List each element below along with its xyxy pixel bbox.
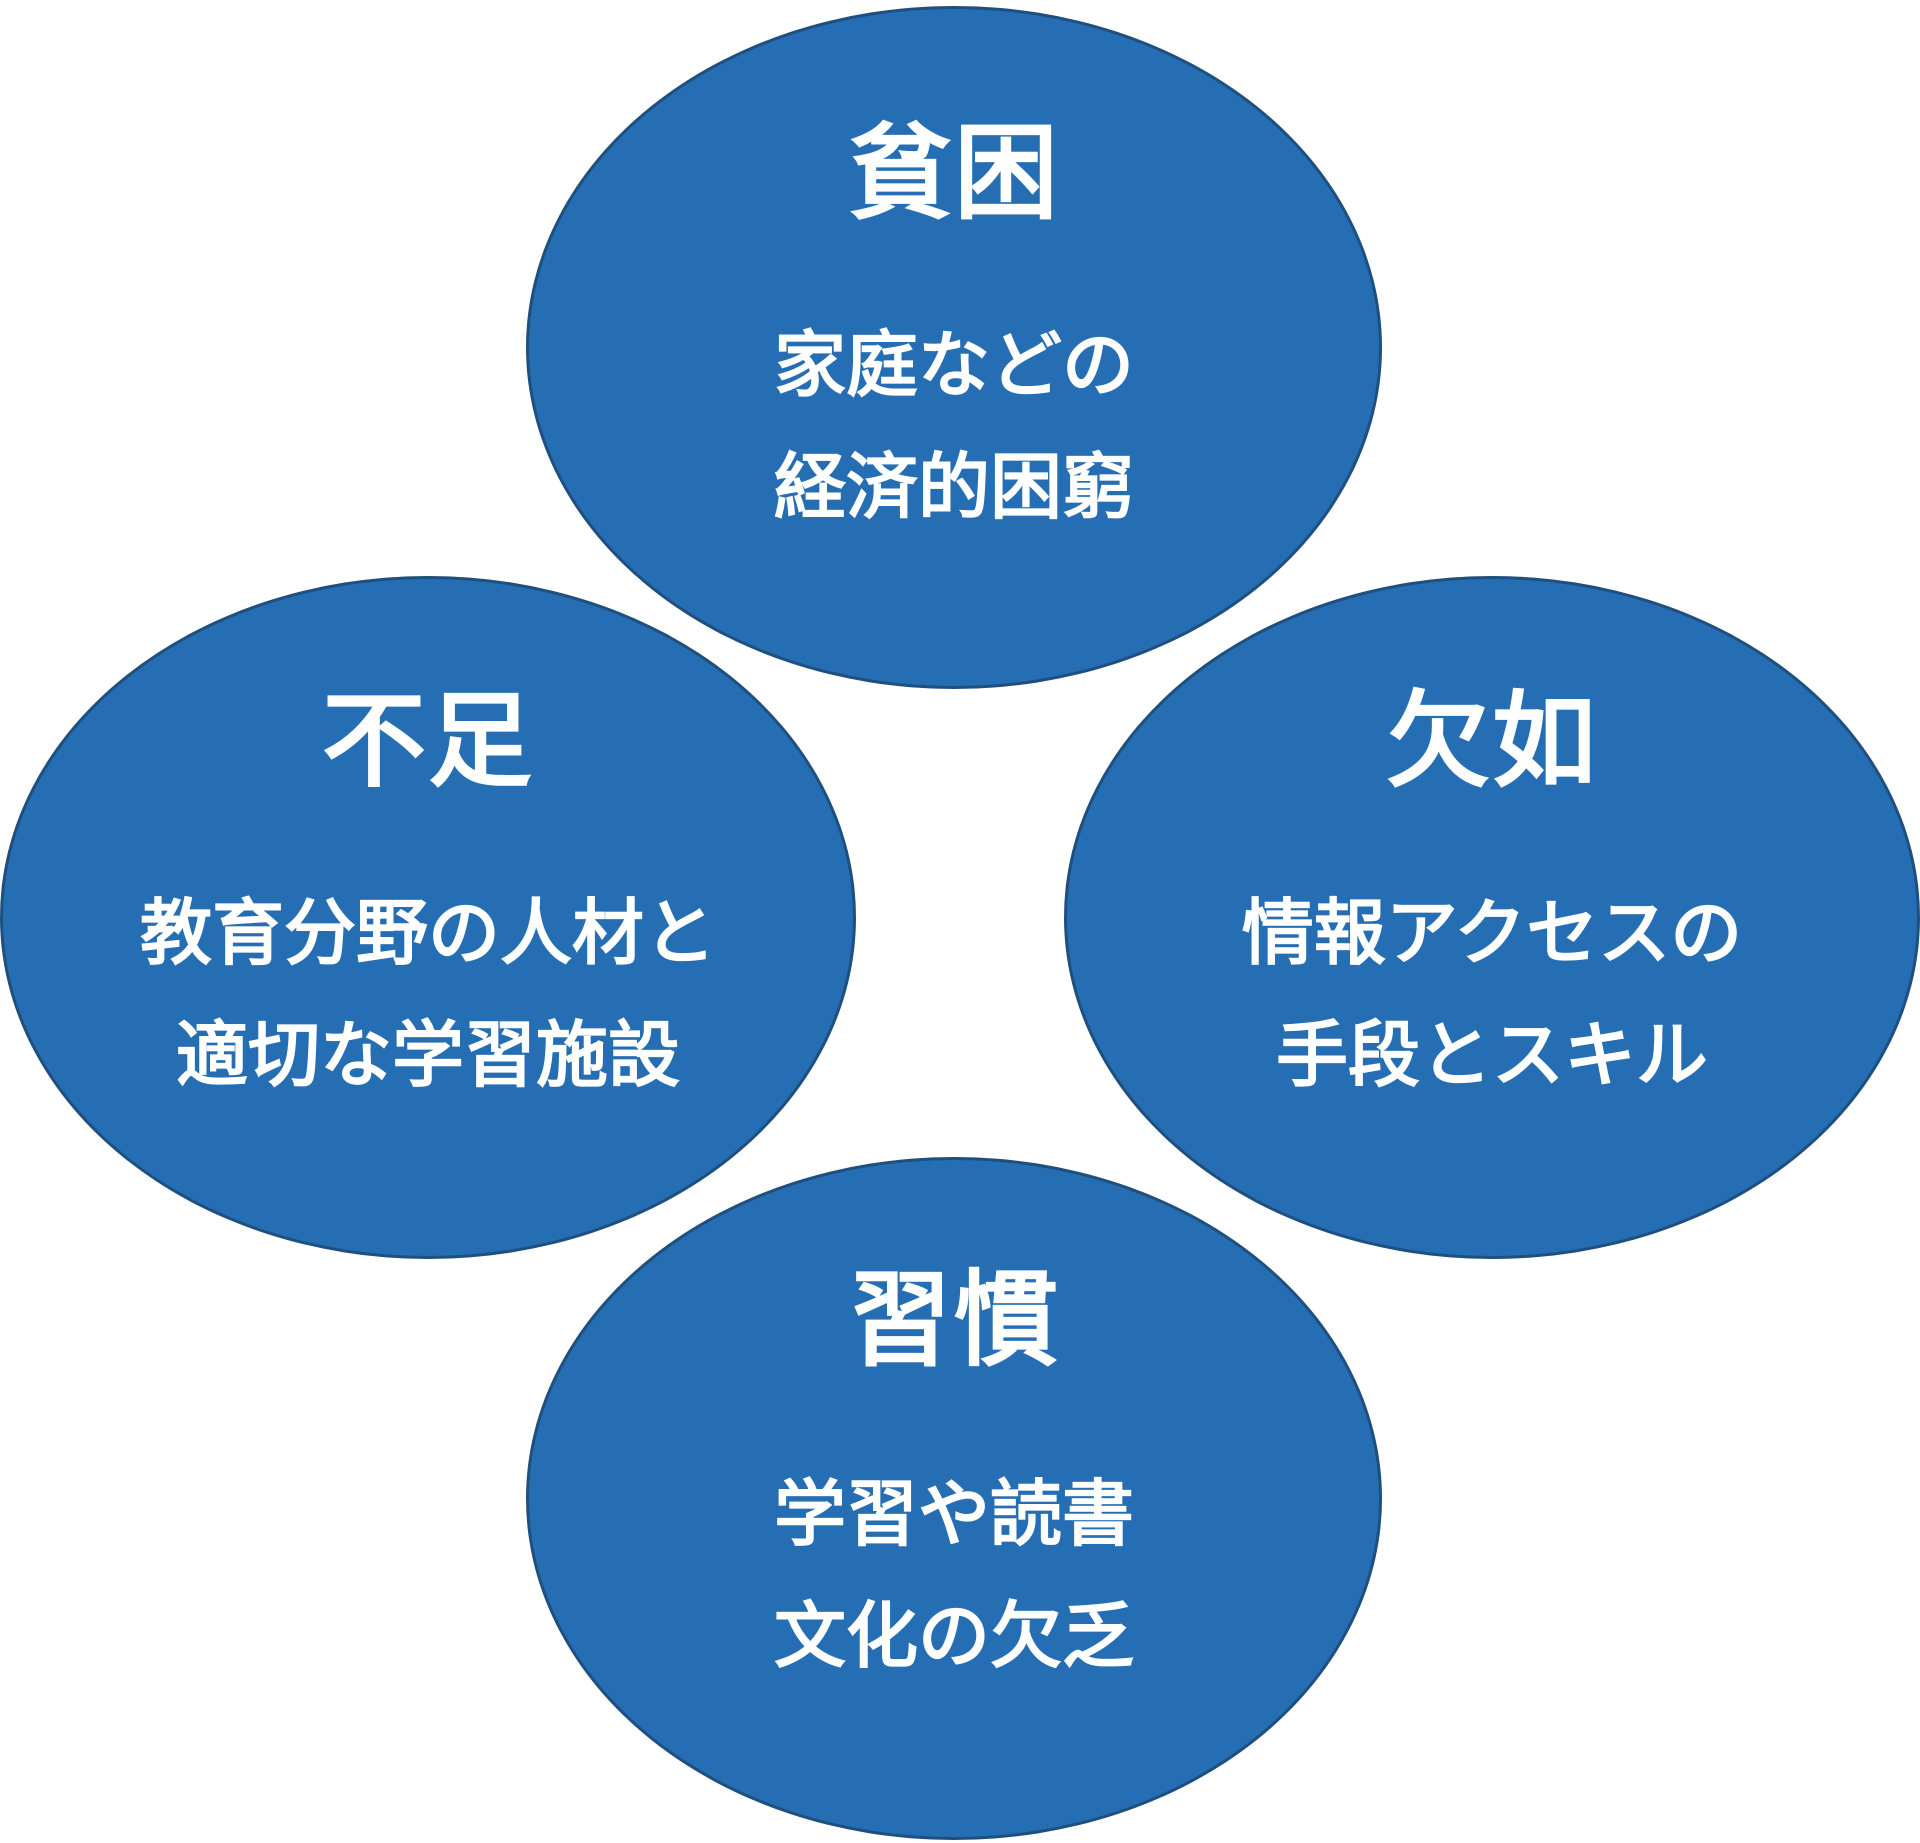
shortage-title: 不足 xyxy=(321,680,534,802)
lack-description-line-1: 情報アクセスの xyxy=(1241,891,1743,975)
lack-title: 欠如 xyxy=(1385,680,1598,802)
poverty-title: 貧困 xyxy=(847,112,1060,234)
shortage-bubble: 不足 教育分野の人材と 適切な学習施設 xyxy=(0,576,856,1259)
poverty-bubble: 貧困 家庭などの 経済的困窮 xyxy=(526,6,1382,689)
poverty-description-line-1: 家庭などの xyxy=(773,323,1134,407)
poverty-description-line-2: 経済的困窮 xyxy=(773,445,1134,529)
lack-bubble: 欠如 情報アクセスの 手段とスキル xyxy=(1064,576,1920,1259)
habit-bubble: 習慣 学習や読書 文化の欠乏 xyxy=(526,1157,1382,1840)
habit-description: 学習や読書 文化の欠乏 xyxy=(529,1478,1379,1672)
lack-description-line-2: 手段とスキル xyxy=(1275,1013,1708,1097)
shortage-description-line-2: 適切な学習施設 xyxy=(175,1013,680,1097)
lack-description: 情報アクセスの 手段とスキル xyxy=(1067,897,1917,1091)
poverty-description: 家庭などの 経済的困窮 xyxy=(529,329,1379,523)
habit-description-line-2: 文化の欠乏 xyxy=(773,1594,1134,1678)
shortage-description: 教育分野の人材と 適切な学習施設 xyxy=(3,897,853,1091)
habit-description-line-1: 学習や読書 xyxy=(773,1472,1134,1556)
shortage-description-line-1: 教育分野の人材と xyxy=(139,891,716,975)
habit-title: 習慣 xyxy=(847,1259,1060,1381)
